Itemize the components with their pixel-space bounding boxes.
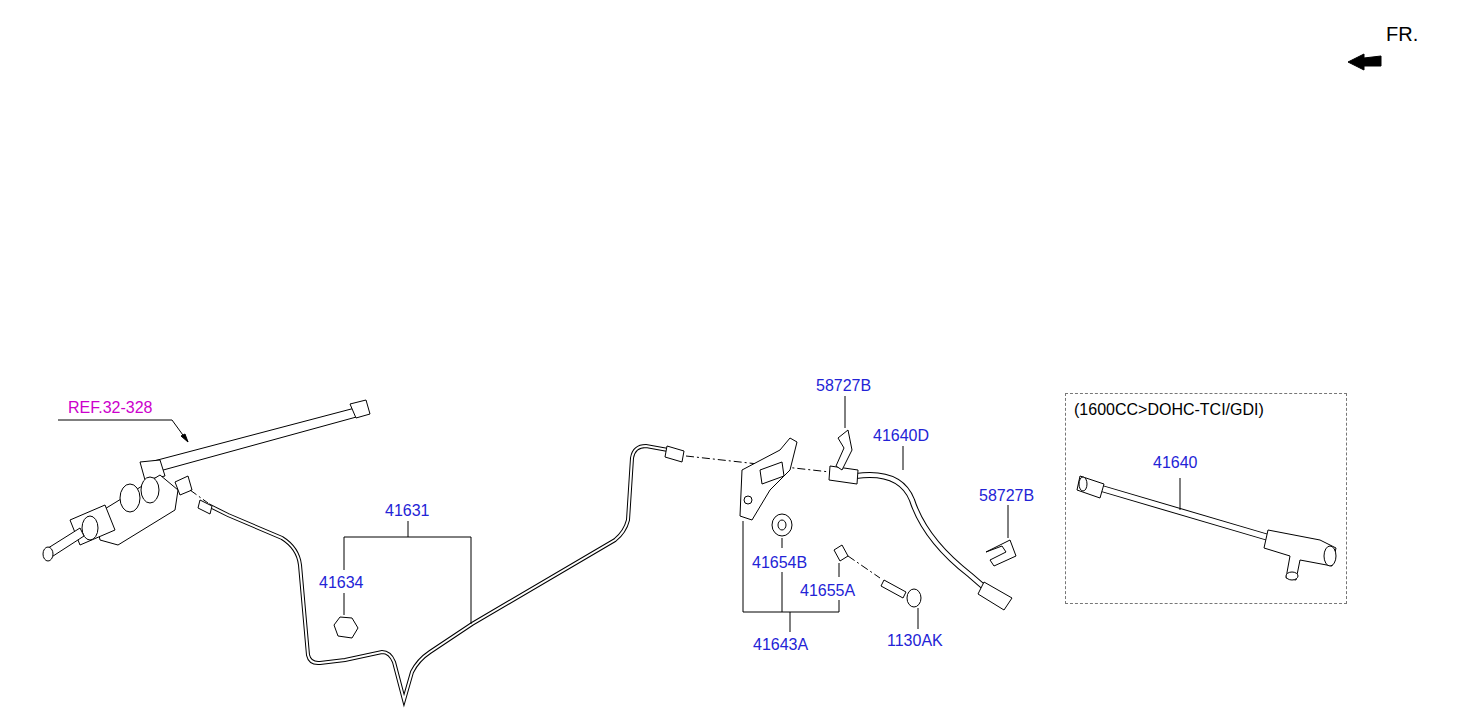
variant-note: (1600CC>DOHC-TCI/GDI) [1074,402,1264,418]
callout-number: 58727B [979,488,1034,504]
callout-number: 41640 [1153,455,1198,471]
callout-number: 41631 [385,503,430,519]
callout-number: 58727B [816,378,871,394]
reference-label: REF.32-328 [68,400,153,416]
callout-number: 41640D [873,428,929,444]
callout-number: 41655A [800,583,855,599]
callout-number: 41643A [753,637,808,653]
callout-number: 41654B [752,555,807,571]
direction-label: FR. [1386,24,1418,44]
callout-number: 1130AK [887,633,943,649]
variant-box: (1600CC>DOHC-TCI/GDI) 41640 [1065,393,1347,604]
callout-number: 41634 [319,575,364,591]
